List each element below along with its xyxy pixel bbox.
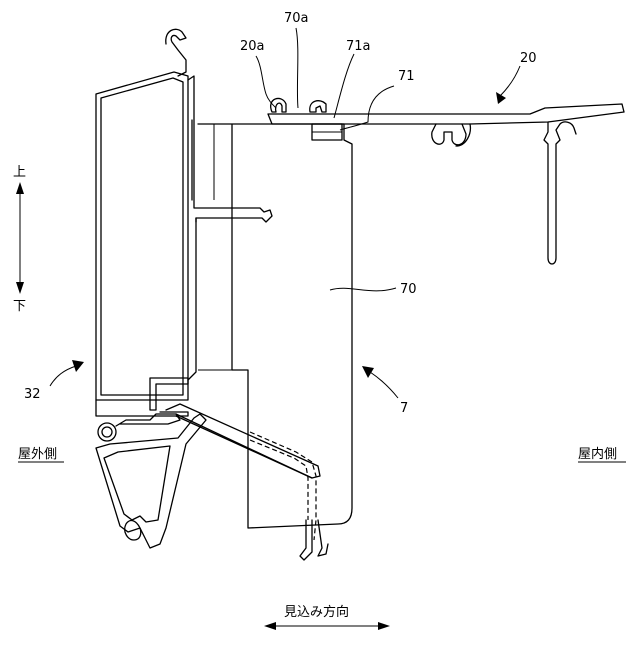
retaining-strip bbox=[250, 432, 328, 560]
label-depth-direction: 見込み方向 bbox=[284, 604, 349, 620]
label-outdoor-side: 屋外側 bbox=[18, 447, 57, 462]
interior-member-20 bbox=[268, 98, 624, 264]
label-71: 71 bbox=[398, 69, 415, 84]
label-down: 下 bbox=[13, 299, 26, 314]
label-7: 7 bbox=[400, 401, 408, 416]
label-20a: 20a bbox=[240, 39, 265, 54]
label-20: 20 bbox=[520, 51, 537, 66]
label-32: 32 bbox=[24, 387, 41, 402]
label-up: 上 bbox=[13, 165, 26, 180]
label-indoor-side: 屋内側 bbox=[578, 446, 617, 462]
label-70a: 70a bbox=[284, 11, 309, 26]
leaders bbox=[50, 28, 520, 398]
panel-70 bbox=[198, 124, 352, 528]
depth-direction-arrow bbox=[264, 622, 390, 630]
label-71a: 71a bbox=[346, 39, 371, 54]
label-70: 70 bbox=[400, 282, 417, 297]
vertical-direction-arrow bbox=[16, 182, 24, 294]
